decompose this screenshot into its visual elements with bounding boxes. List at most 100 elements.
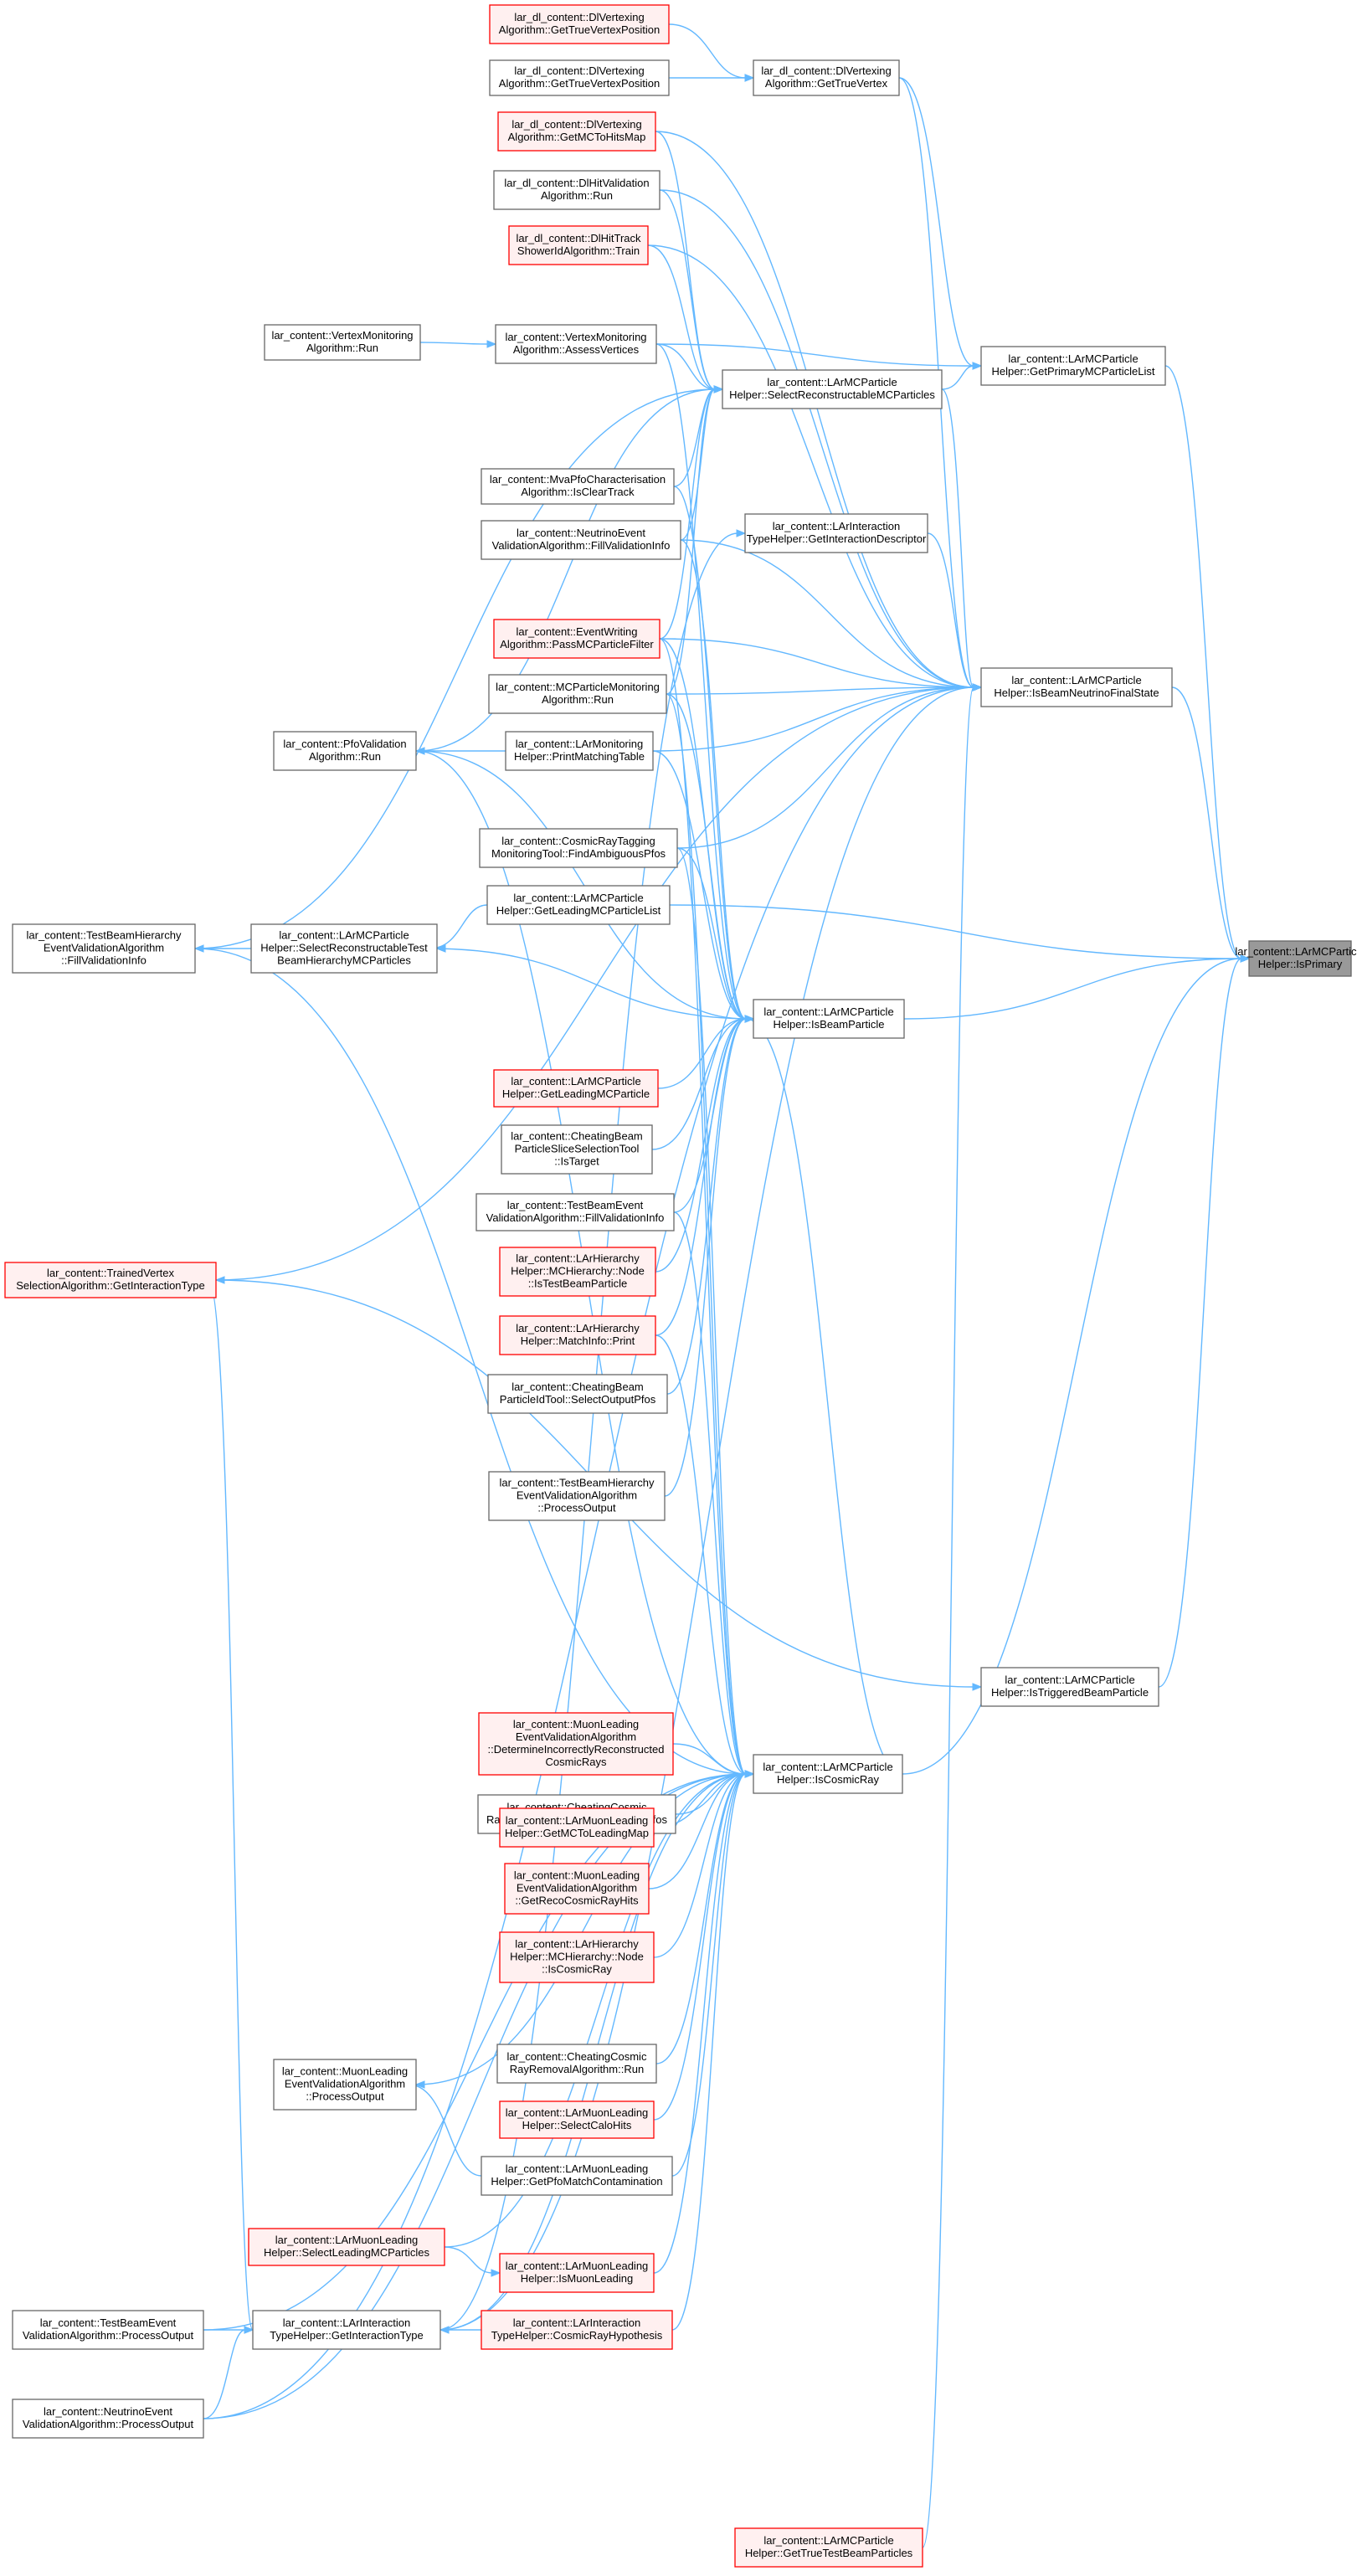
node-box[interactable] (508, 225, 649, 265)
node-lar-dl-content-dlvertexing-algorithm-gettruevertexposition[interactable]: lar_dl_content::DlVertexingAlgorithm::Ge… (489, 59, 670, 96)
node-lar-content-larhierarchy-helper-mchierarchy-node-istestbeamp[interactable]: lar_content::LArHierarchyHelper::MCHiera… (499, 1247, 656, 1297)
node-lar-content-neutrinoevent-validationalgorithm-fillvalidation[interactable]: lar_content::NeutrinoEventValidationAlgo… (481, 520, 681, 560)
node-lar-content-neutrinoevent-validationalgorithm-processoutput[interactable]: lar_content::NeutrinoEventValidationAlgo… (12, 2399, 204, 2439)
node-box[interactable] (12, 923, 196, 974)
node-lar-content-larmuonleading-helper-getpfomatchcontamination[interactable]: lar_content::LArMuonLeadingHelper::GetPf… (481, 2156, 673, 2196)
node-lar-content-larmuonleading-helper-getmctoleadingmap[interactable]: lar_content::LArMuonLeadingHelper::GetMC… (499, 1807, 655, 1848)
node-box[interactable] (499, 1931, 655, 1983)
node-box[interactable] (499, 1247, 656, 1297)
node-box[interactable] (488, 674, 667, 714)
node-box[interactable] (505, 731, 654, 771)
node-lar-content-mcparticlemonitoring-algorithm-run[interactable]: lar_content::MCParticleMonitoringAlgorit… (488, 674, 667, 714)
node-lar-content-larmcparticle-helper-selectreconstructablemcpart[interactable]: lar_content::LArMCParticleHelper::Select… (722, 369, 943, 409)
node-box[interactable] (489, 59, 670, 96)
node-lar-content-larmuonleading-helper-selectcalohits[interactable]: lar_content::LArMuonLeadingHelper::Selec… (499, 2100, 655, 2139)
node-lar-content-cosmicraytagging-monitoringtool-findambiguouspfo[interactable]: lar_content::CosmicRayTaggingMonitoringT… (479, 828, 678, 868)
node-box[interactable] (273, 2059, 417, 2111)
node-lar-content-larmcparticle-helper-getprimarymcparticlelist[interactable]: lar_content::LArMCParticleHelper::GetPri… (980, 346, 1166, 386)
node-lar-content-larhierarchy-helper-mchierarchy-node-iscosmicray[interactable]: lar_content::LArHierarchyHelper::MCHiera… (499, 1931, 655, 1983)
node-box[interactable] (489, 4, 670, 44)
node-lar-content-cheatingbeam-particlesliceselectiontool-istarget[interactable]: lar_content::CheatingBeamParticleSliceSe… (501, 1124, 653, 1175)
node-box[interactable] (12, 2310, 204, 2350)
node-lar-content-larmonitoring-helper-printmatchingtable[interactable]: lar_content::LArMonitoringHelper::PrintM… (505, 731, 654, 771)
node-box[interactable] (479, 828, 678, 868)
node-lar-content-trainedvertex-selectionalgorithm-getinteractiont[interactable]: lar_content::TrainedVertexSelectionAlgor… (4, 1262, 217, 1298)
node-lar-content-testbeamhierarchy-eventvalidationalgorithm-proce[interactable]: lar_content::TestBeamHierarchyEventValid… (488, 1471, 666, 1521)
node-box[interactable] (980, 346, 1166, 386)
node-label-line: lar_content::LArMCParticle (763, 2534, 893, 2547)
node-lar-content-larmcparticle-helper-gettruetestbeamparticles[interactable]: lar_content::LArMCParticleHelper::GetTru… (734, 2527, 923, 2568)
node-lar-content-larmuonleading-helper-ismuonleading[interactable]: lar_content::LArMuonLeadingHelper::IsMuo… (499, 2253, 655, 2293)
node-lar-content-larmcparticle-helper-isbeamparticle[interactable]: lar_content::LArMCParticleHelper::IsBeam… (753, 999, 905, 1039)
node-box[interactable] (264, 324, 421, 361)
node-box[interactable] (501, 1124, 653, 1175)
node-lar-content-cheatingbeam-particleidtool-selectoutputpfos[interactable]: lar_content::CheatingBeamParticleIdTool:… (487, 1374, 668, 1414)
node-lar-content-vertexmonitoring-algorithm-assessvertices[interactable]: lar_content::VertexMonitoringAlgorithm::… (495, 324, 657, 364)
node-lar-content-larmcparticle-helper-istriggeredbeamparticle[interactable]: lar_content::LArMCParticleHelper::IsTrig… (980, 1667, 1159, 1707)
node-box[interactable] (475, 1193, 675, 1231)
node-box[interactable] (496, 2044, 657, 2084)
node-box[interactable] (487, 1374, 668, 1414)
node-label-line: lar_content::MvaPfoCharacterisation (490, 473, 666, 486)
node-box[interactable] (481, 2156, 673, 2196)
node-box[interactable] (4, 1262, 217, 1298)
node-lar-dl-content-dlhittrack-showeridalgorithm-train[interactable]: lar_dl_content::DlHitTrackShowerIdAlgori… (508, 225, 649, 265)
node-lar-content-larhierarchy-helper-matchinfo-print[interactable]: lar_content::LArHierarchyHelper::MatchIn… (499, 1315, 656, 1355)
node-lar-content-mvapfocharacterisation-algorithm-iscleartrack[interactable]: lar_content::MvaPfoCharacterisationAlgor… (481, 468, 675, 505)
node-lar-content-larmuonleading-helper-selectleadingmcparticles[interactable]: lar_content::LArMuonLeadingHelper::Selec… (248, 2228, 445, 2266)
node-box[interactable] (753, 999, 905, 1039)
node-lar-dl-content-dlvertexing-algorithm-gettruevertexposition[interactable]: lar_dl_content::DlVertexingAlgorithm::Ge… (489, 4, 670, 44)
node-lar-content-larmcparticle-helper-selectreconstructabletest-b[interactable]: lar_content::LArMCParticleHelper::Select… (250, 923, 438, 974)
node-lar-dl-content-dlvertexing-algorithm-getmctohitsmap[interactable]: lar_dl_content::DlVertexingAlgorithm::Ge… (497, 111, 656, 152)
node-box[interactable] (273, 731, 417, 771)
node-box[interactable] (744, 513, 928, 553)
node-box[interactable] (499, 1807, 655, 1848)
node-box[interactable] (488, 1471, 666, 1521)
node-box[interactable] (248, 2228, 445, 2266)
node-lar-dl-content-dlvertexing-algorithm-gettruevertex[interactable]: lar_dl_content::DlVertexingAlgorithm::Ge… (753, 59, 900, 96)
node-box[interactable] (980, 1667, 1159, 1707)
node-lar-content-larinteraction-typehelper-getinteractiontype[interactable]: lar_content::LArInteractionTypeHelper::G… (252, 2310, 441, 2350)
node-lar-content-muonleading-eventvalidationalgorithm-determinein[interactable]: lar_content::MuonLeadingEventValidationA… (478, 1712, 674, 1776)
node-lar-content-larmcparticle-helper-isbeamneutrinofinalstate[interactable]: lar_content::LArMCParticleHelper::IsBeam… (980, 667, 1173, 707)
node-lar-content-muonleading-eventvalidationalgorithm-getrecocosm[interactable]: lar_content::MuonLeadingEventValidationA… (504, 1863, 650, 1915)
node-box[interactable] (722, 369, 943, 409)
node-box[interactable] (497, 111, 656, 152)
node-box[interactable] (499, 1315, 656, 1355)
node-lar-content-eventwriting-algorithm-passmcparticlefilter[interactable]: lar_content::EventWritingAlgorithm::Pass… (493, 619, 661, 659)
node-box[interactable] (1248, 940, 1352, 977)
node-box[interactable] (12, 2399, 204, 2439)
node-box[interactable] (753, 59, 900, 96)
node-lar-content-larinteraction-typehelper-cosmicrayhypothesis[interactable]: lar_content::LArInteractionTypeHelper::C… (481, 2310, 673, 2350)
node-lar-content-larinteraction-typehelper-getinteractiondescript[interactable]: lar_content::LArInteractionTypeHelper::G… (744, 513, 928, 553)
node-box[interactable] (493, 170, 661, 210)
node-box[interactable] (481, 468, 675, 505)
node-lar-content-larmcparticle-helper-getleadingmcparticle[interactable]: lar_content::LArMCParticleHelper::GetLea… (493, 1069, 659, 1108)
node-box[interactable] (504, 1863, 650, 1915)
node-box[interactable] (486, 885, 671, 925)
node-box[interactable] (250, 923, 438, 974)
node-box[interactable] (493, 1069, 659, 1108)
node-lar-content-testbeamhierarchy-eventvalidationalgorithm-fillv[interactable]: lar_content::TestBeamHierarchyEventValid… (12, 923, 196, 974)
node-lar-content-testbeamevent-validationalgorithm-fillvalidation[interactable]: lar_content::TestBeamEventValidationAlgo… (475, 1193, 675, 1231)
node-box[interactable] (481, 2310, 673, 2350)
node-box[interactable] (499, 2253, 655, 2293)
node-box[interactable] (493, 619, 661, 659)
node-lar-content-muonleading-eventvalidationalgorithm-processoutp[interactable]: lar_content::MuonLeadingEventValidationA… (273, 2059, 417, 2111)
node-box[interactable] (481, 520, 681, 560)
node-lar-content-larmcparticle-helper-isprimary[interactable]: lar_content::LArMCParticleHelper::IsPrim… (1235, 940, 1357, 977)
node-lar-content-larmcparticle-helper-iscosmicray[interactable]: lar_content::LArMCParticleHelper::IsCosm… (753, 1754, 903, 1794)
node-box[interactable] (753, 1754, 903, 1794)
node-lar-content-cheatingcosmic-rayremovalalgorithm-run[interactable]: lar_content::CheatingCosmicRayRemovalAlg… (496, 2044, 657, 2084)
node-box[interactable] (495, 324, 657, 364)
node-box[interactable] (734, 2527, 923, 2568)
node-lar-dl-content-dlhitvalidation-algorithm-run[interactable]: lar_dl_content::DlHitValidationAlgorithm… (493, 170, 661, 210)
node-box[interactable] (252, 2310, 441, 2350)
node-lar-content-testbeamevent-validationalgorithm-processoutput[interactable]: lar_content::TestBeamEventValidationAlgo… (12, 2310, 204, 2350)
node-box[interactable] (980, 667, 1173, 707)
node-box[interactable] (499, 2100, 655, 2139)
node-lar-content-larmcparticle-helper-getleadingmcparticlelist[interactable]: lar_content::LArMCParticleHelper::GetLea… (486, 885, 671, 925)
node-lar-content-vertexmonitoring-algorithm-run[interactable]: lar_content::VertexMonitoringAlgorithm::… (264, 324, 421, 361)
node-box[interactable] (478, 1712, 674, 1776)
